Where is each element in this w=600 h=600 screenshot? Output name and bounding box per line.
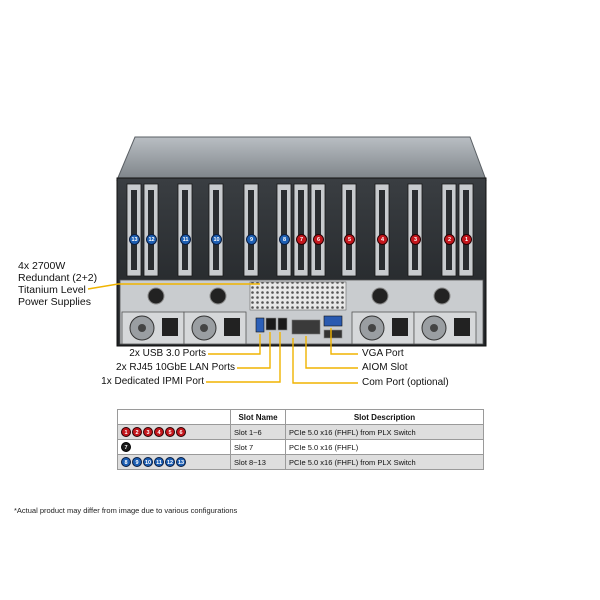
header-slot-name: Slot Name <box>230 409 286 425</box>
pcie-bracket-vent <box>412 190 418 270</box>
slot-marker-icon: 13 <box>129 234 140 245</box>
com-callout: Com Port (optional) <box>362 377 449 388</box>
slot-marker-icon: 4 <box>377 234 388 245</box>
slot-dot-icon: 4 <box>154 427 164 437</box>
slot-dot-icon: 13 <box>176 457 186 467</box>
pcie-bracket-vent <box>148 190 154 270</box>
pcie-bracket-vent <box>281 190 287 270</box>
pcie-bracket-vent <box>298 190 304 270</box>
slot-description: PCIe 5.0 x16 (FHFL) from PLX Switch <box>285 454 484 470</box>
psu-power-socket <box>224 318 240 336</box>
psu-fan-hub <box>368 324 376 332</box>
psu-callout: 4x 2700W Redundant (2+2) Titanium Level … <box>18 260 97 308</box>
slot-dots: 7 <box>117 439 231 455</box>
psu-vents <box>147 287 451 305</box>
slot-marker-icon: 7 <box>296 234 307 245</box>
ipmi-port <box>277 317 288 331</box>
vga-port <box>323 315 343 327</box>
psu-power-socket <box>454 318 470 336</box>
slot-dot-icon: 8 <box>121 457 131 467</box>
table-header-row: Slot Name Slot Description <box>117 409 484 425</box>
pcie-bracket-vent <box>463 190 469 270</box>
pcie-bracket-vent <box>315 190 321 270</box>
slot-dot-icon: 3 <box>143 427 153 437</box>
fan-mesh <box>249 281 347 311</box>
pcie-bracket-vent <box>182 190 188 270</box>
aiom-callout: AIOM Slot <box>362 362 408 373</box>
slot-dot-icon: 2 <box>132 427 142 437</box>
chassis-top <box>116 136 487 181</box>
slot-name: Slot 1~6 <box>230 424 286 440</box>
usb-callout: 2x USB 3.0 Ports <box>129 348 206 359</box>
pcie-bracket-vent <box>446 190 452 270</box>
psu-callout-line3: Titanium Level <box>18 284 86 296</box>
pcie-bracket-vent <box>379 190 385 270</box>
slot-dot-icon: 9 <box>132 457 142 467</box>
aiom-slot <box>291 319 321 335</box>
psu-fan-hub <box>430 324 438 332</box>
slot-marker-icon: 5 <box>344 234 355 245</box>
slot-marker-icon: 6 <box>313 234 324 245</box>
footnote: *Actual product may differ from image du… <box>14 506 238 515</box>
slot-marker-icon: 3 <box>410 234 421 245</box>
slot-marker-icon: 2 <box>444 234 455 245</box>
slot-name: Slot 7 <box>230 439 286 455</box>
pcie-bracket-vent <box>131 190 137 270</box>
slot-dot-icon: 6 <box>176 427 186 437</box>
slot-marker-icon: 12 <box>146 234 157 245</box>
slot-marker-icon: 8 <box>279 234 290 245</box>
slot-marker-icon: 11 <box>180 234 191 245</box>
slot-description: PCIe 5.0 x16 (FHFL) from PLX Switch <box>285 424 484 440</box>
power-supply-modules <box>121 311 477 345</box>
server-rear-illustration <box>87 136 487 384</box>
callout-lines <box>87 283 358 384</box>
slot-dot-icon: 10 <box>143 457 153 467</box>
header-slot-desc: Slot Description <box>285 409 484 425</box>
pcie-bracket-vent <box>213 190 219 270</box>
slot-marker-icon: 1 <box>461 234 472 245</box>
vga-callout: VGA Port <box>362 348 404 359</box>
com-port <box>323 329 343 339</box>
slot-dot-icon: 5 <box>165 427 175 437</box>
pcie-brackets <box>126 183 474 277</box>
usb-ports <box>255 317 265 333</box>
psu-callout-line4: Power Supplies <box>18 296 91 308</box>
psu-power-socket <box>392 318 408 336</box>
psu-callout-line1: 4x 2700W <box>18 260 66 272</box>
psu-fan-hub <box>200 324 208 332</box>
slot-description: PCIe 5.0 x16 (FHFL) <box>285 439 484 455</box>
psu-fan-hub <box>138 324 146 332</box>
header-dots <box>117 409 231 425</box>
psu-callout-line2: Redundant (2+2) <box>18 272 98 284</box>
pcie-bracket-vent <box>346 190 352 270</box>
psu-power-socket <box>162 318 178 336</box>
slot-name: Slot 8~13 <box>230 454 286 470</box>
slot-dot-icon: 12 <box>165 457 175 467</box>
slot-dot-icon: 1 <box>121 427 131 437</box>
slot-marker-icon: 10 <box>211 234 222 245</box>
slot-dot-icon: 11 <box>154 457 164 467</box>
lan-callout: 2x RJ45 10GbE LAN Ports <box>116 362 235 373</box>
pcie-bracket-vent <box>248 190 254 270</box>
slot-dot-icon: 7 <box>121 442 131 452</box>
lan-ports <box>265 317 277 331</box>
ipmi-callout: 1x Dedicated IPMI Port <box>101 376 204 387</box>
slot-marker-icon: 9 <box>246 234 257 245</box>
